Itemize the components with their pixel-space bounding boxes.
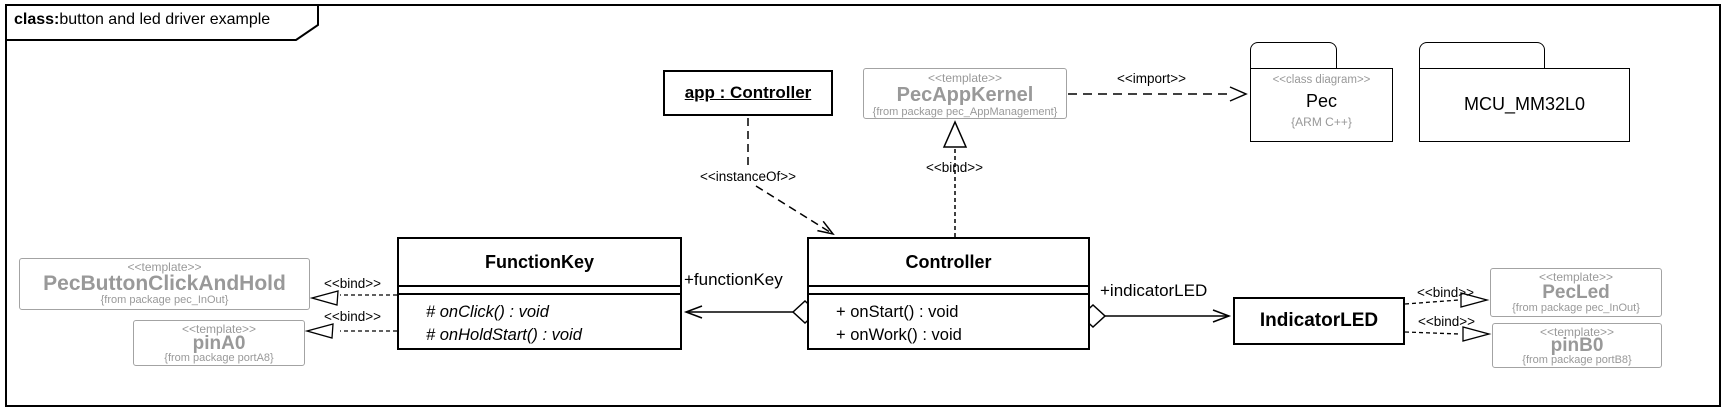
template-pinb0[interactable]: <<template>> pinB0 {from package portB8} <box>1492 323 1662 368</box>
object-app-controller[interactable]: app : Controller <box>663 70 833 116</box>
template-pina0-stereotype: <<template>> <box>181 322 257 336</box>
template-pinb0-stereotype: <<template>> <box>1539 325 1615 339</box>
class-functionkey-name: FunctionKey <box>484 252 594 272</box>
import-label: <<import>> <box>1117 71 1187 86</box>
template-pinb0-origin: {from package portB8} <box>1522 354 1632 366</box>
package-pec-tab[interactable] <box>1250 42 1337 69</box>
package-mcu-name: MCU_MM32L0 <box>1463 94 1586 114</box>
diagram-title-text: button and led driver example <box>59 11 271 28</box>
class-functionkey-operations: # onClick() : void # onHoldStart() : voi… <box>399 295 680 348</box>
package-pec[interactable]: <<class diagram>> Pec {ARM C++} <box>1250 68 1393 142</box>
bind-right-lower-label: <<bind>> <box>1418 314 1476 329</box>
class-controller-name: Controller <box>905 252 992 272</box>
template-pina0-name: pinA0 <box>192 333 246 354</box>
operation: + onStart() : void <box>836 303 959 321</box>
class-controller-operations: + onStart() : void + onWork() : void <box>809 295 1088 348</box>
functionkey-role-label: +functionKey <box>684 270 783 289</box>
diagram-frame <box>5 4 1721 407</box>
template-pecbuttonclickandhold-name: PecButtonClickAndHold <box>43 272 286 295</box>
template-pecled-stereotype: <<template>> <box>1538 270 1614 284</box>
package-mcu-tab[interactable] <box>1419 42 1545 69</box>
operation: # onClick() : void <box>426 303 549 321</box>
template-pina0-origin: {from package portA8} <box>164 352 274 364</box>
class-controller-attributes <box>809 285 1088 295</box>
instanceof-label: <<instanceOf>> <box>700 169 797 184</box>
template-pecbuttonclickandhold[interactable]: <<template>> PecButtonClickAndHold {from… <box>19 258 310 310</box>
object-app-controller-label: app : Controller <box>684 83 812 102</box>
template-pecled-origin: {from package pec_InOut} <box>1512 302 1640 314</box>
template-pinb0-name: pinB0 <box>1550 335 1604 356</box>
template-pina0[interactable]: <<template>> pinA0 {from package portA8} <box>133 320 305 366</box>
package-pec-tag: {ARM C++} <box>1291 115 1352 129</box>
template-pecappkernel-name: PecAppKernel <box>896 84 1034 106</box>
package-pec-stereotype: <<class diagram>> <box>1272 74 1371 86</box>
template-pecbuttonclickandhold-stereotype: <<template>> <box>127 260 202 274</box>
bind-left-upper-label: <<bind>> <box>324 276 382 291</box>
class-controller[interactable]: Controller + onStart() : void + onWork()… <box>807 237 1090 350</box>
package-pec-name: Pec <box>1305 91 1338 111</box>
diagram-title: class:button and led driver example <box>14 11 270 29</box>
template-pecbuttonclickandhold-origin: {from package pec_InOut} <box>100 294 229 306</box>
operation: + onWork() : void <box>836 326 962 344</box>
operation: # onHoldStart() : void <box>426 326 582 344</box>
bind-right-upper-label: <<bind>> <box>1417 285 1475 300</box>
diagram-title-keyword: class: <box>14 11 60 28</box>
template-pecappkernel[interactable]: <<template>> PecAppKernel {from package … <box>863 68 1067 119</box>
template-pecled[interactable]: <<template>> PecLed {from package pec_In… <box>1490 268 1662 317</box>
bind-center-label: <<bind>> <box>926 160 984 175</box>
class-functionkey-attributes <box>399 285 680 295</box>
indicatorled-role-label: +indicatorLED <box>1100 281 1208 300</box>
class-functionkey[interactable]: FunctionKey # onClick() : void # onHoldS… <box>397 237 682 350</box>
class-indicatorled-name: IndicatorLED <box>1259 310 1379 331</box>
class-indicatorled[interactable]: IndicatorLED <box>1233 297 1405 345</box>
template-pecappkernel-origin: {from package pec_AppManagement} <box>872 106 1058 118</box>
template-pecled-name: PecLed <box>1542 282 1610 303</box>
template-pecappkernel-stereotype: <<template>> <box>927 71 1003 85</box>
bind-left-lower-label: <<bind>> <box>324 309 382 324</box>
package-mcu[interactable]: MCU_MM32L0 <box>1419 68 1630 142</box>
